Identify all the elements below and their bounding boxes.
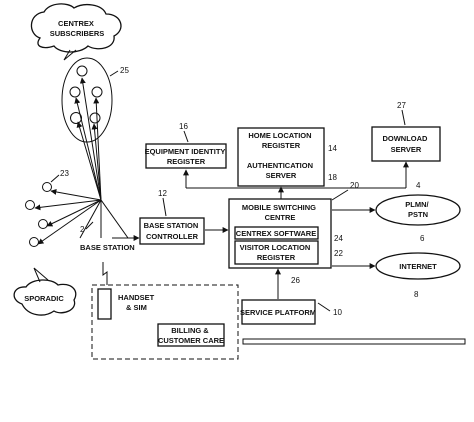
ref-25: 25 xyxy=(120,66,129,75)
ref-24: 24 xyxy=(334,234,343,243)
bottom-bus-bar xyxy=(242,338,466,345)
ref-20: 20 xyxy=(350,181,359,190)
sporadic-label: SPORADIC xyxy=(24,294,64,303)
ref-6: 6 xyxy=(420,234,425,243)
handset-sim-label: HANDSET & SIM xyxy=(118,293,156,312)
ref-4: 4 xyxy=(416,181,421,190)
equipment-identity-register: EQUIPMENT IDENTITY REGISTER 16 xyxy=(145,122,228,169)
smiley-icon xyxy=(25,200,35,210)
svg-text:SERVICE PLATFORM: SERVICE PLATFORM xyxy=(240,308,316,317)
mobile-switching-centre: MOBILE SWITCHING CENTRE CENTREX SOFTWARE… xyxy=(228,181,359,269)
ref-12: 12 xyxy=(158,189,167,198)
base-station-label: BASE STATION xyxy=(80,243,135,252)
hlr-auth-box: HOME LOCATION REGISTER AUTHENTICATION SE… xyxy=(237,127,337,187)
handset-link xyxy=(102,262,108,285)
ref-2: 2 xyxy=(80,225,85,234)
svg-text:BASE STATION CONTROLLER: BASE STATION CONTROLLER xyxy=(144,221,201,241)
smiley-icon xyxy=(69,86,81,98)
smiley-icon xyxy=(89,112,101,124)
home-location-register-label: HOME LOCATION REGISTER xyxy=(248,131,313,150)
billing-label: BILLING & CUSTOMER CARE xyxy=(158,326,224,345)
svg-text:INTERNET: INTERNET xyxy=(399,262,437,271)
ref-18: 18 xyxy=(328,173,337,182)
ref-10: 10 xyxy=(333,308,342,317)
svg-text:MOBILE SWITCHING CENTRE: MOBILE SWITCHING CENTRE xyxy=(242,203,318,222)
smiley-icon xyxy=(42,182,52,192)
smiley-icon xyxy=(91,86,103,98)
ref-23: 23 xyxy=(60,169,69,178)
sporadic-subscribers: 23 xyxy=(25,169,69,247)
ref-22: 22 xyxy=(334,249,343,258)
top-bus-links xyxy=(183,161,409,200)
smiley-icon xyxy=(70,112,82,124)
svg-text:EQUIPMENT IDENTITY REGIS: EQUIPMENT IDENTITY REGISTER xyxy=(145,147,228,166)
ref-14: 14 xyxy=(328,144,337,153)
smiley-icon xyxy=(29,237,39,247)
centrex-software-label: CENTREX SOFTWARE xyxy=(236,229,316,238)
ref-27: 27 xyxy=(397,101,406,110)
ref-26: 26 xyxy=(291,276,300,285)
centrex-subscribers-label: CENTREX SUBSCRIBERS xyxy=(50,19,105,38)
ref-8: 8 xyxy=(414,290,419,299)
base-station-controller: BASE STATION CONTROLLER 12 xyxy=(139,189,205,245)
smiley-icon xyxy=(76,65,88,77)
centrex-subscribers-cloud: CENTREX SUBSCRIBERS xyxy=(30,3,122,61)
authentication-server-label: AUTHENTICATION SERVER xyxy=(247,161,315,180)
base-station: BASE STATION 2 xyxy=(79,199,135,252)
svg-text:DOWNLOAD SERVER: DOWNLOAD SERVER xyxy=(382,134,429,154)
visitor-location-register-label: VISITOR LOCATION REGISTER xyxy=(240,243,313,262)
sporadic-cloud: SPORADIC xyxy=(13,267,77,316)
plmn-pstn: PLMN/ PSTN 4 6 xyxy=(375,181,461,243)
radio-links xyxy=(34,77,102,245)
handset-billing-region: HANDSET & SIM BILLING & CUSTOMER CARE xyxy=(91,284,239,360)
ref-16: 16 xyxy=(179,122,188,131)
svg-text:PLMN/ PSTN: PLMN/ PSTN xyxy=(405,200,430,219)
service-platform: SERVICE PLATFORM 26 10 xyxy=(240,276,342,325)
smiley-icon xyxy=(38,219,48,229)
download-server: DOWNLOAD SERVER 27 xyxy=(371,101,441,162)
internet: INTERNET 8 xyxy=(375,252,461,299)
